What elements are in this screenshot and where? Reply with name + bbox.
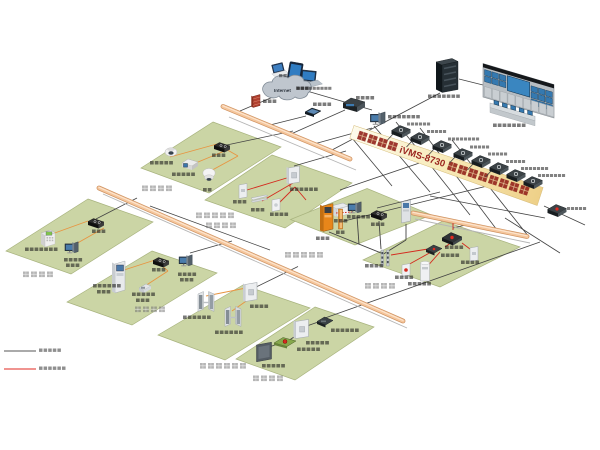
svg-text:Internet: Internet — [274, 88, 291, 93]
